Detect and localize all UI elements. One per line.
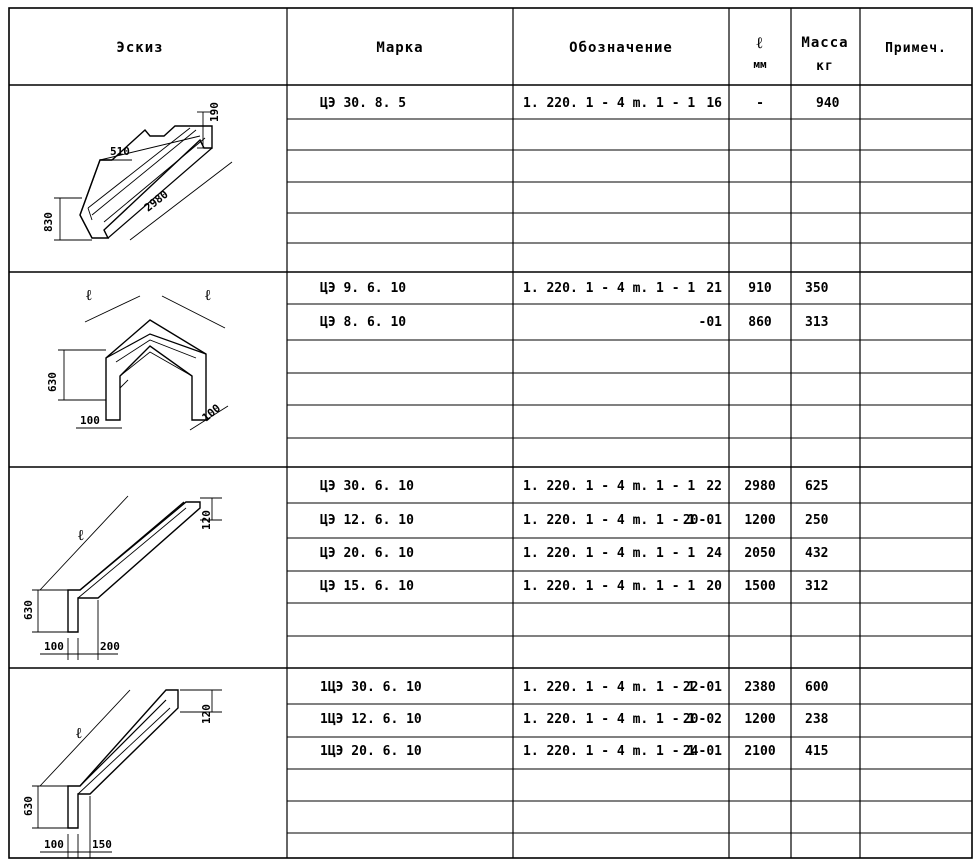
header-mass: Масса [801, 35, 848, 51]
cell-sheet: 22 [706, 479, 722, 494]
sketch-2: ℓ ℓ 630 100 100 [46, 286, 229, 431]
dimension-label: ℓ [78, 526, 84, 544]
cell-designation: 1. 220. 1 - 4 m. 1 - 1 [523, 712, 695, 727]
table-row: ЦЭ 8. 6. 10 -01 860 313 [320, 315, 828, 330]
cell-sheet: 20 [706, 579, 722, 594]
cell-sheet: 20-02 [683, 712, 722, 727]
table-grid [8, 7, 973, 859]
dimension-label: 200 [100, 640, 120, 653]
table-row: ЦЭ 15. 6. 10 1. 220. 1 - 4 m. 1 - 1 20 1… [320, 579, 828, 594]
dimension-label: 2980 [142, 188, 171, 215]
table-row: 1ЦЭ 30. 6. 10 1. 220. 1 - 4 m. 1 - 1 22-… [320, 680, 829, 695]
cell-length: 860 [748, 315, 772, 330]
cell-length: 1500 [744, 579, 775, 594]
cell-mass: 238 [805, 712, 829, 727]
dimension-label: 100 [80, 414, 100, 427]
dimension-label: 510 [110, 145, 130, 158]
cell-designation: 1. 220. 1 - 4 m. 1 - 1 [523, 744, 695, 759]
dimension-label: ℓ [205, 286, 211, 304]
cell-mark: ЦЭ 15. 6. 10 [320, 579, 414, 594]
cell-designation: 1. 220. 1 - 4 m. 1 - 1 [523, 680, 695, 695]
header-designation: Обозначение [569, 40, 673, 56]
cell-sheet: -01 [699, 315, 723, 330]
dimension-label: 630 [46, 372, 59, 392]
cell-mark: 1ЦЭ 30. 6. 10 [320, 680, 422, 695]
cell-length: 910 [748, 281, 772, 296]
cell-mass: 940 [816, 96, 840, 111]
cell-length: 2980 [744, 479, 775, 494]
cell-mass: 432 [805, 546, 828, 561]
cell-mark: ЦЭ 20. 6. 10 [320, 546, 414, 561]
table-row: ЦЭ 12. 6. 10 1. 220. 1 - 4 m. 1 - 1 20-0… [320, 513, 829, 528]
sketch-1: 510 190 2980 830 [42, 102, 233, 241]
dimension-label: ℓ [86, 286, 92, 304]
cell-mark: ЦЭ 8. 6. 10 [320, 315, 406, 330]
cell-sheet: 20-01 [683, 513, 722, 528]
cell-length: 1200 [744, 712, 775, 727]
table-row: 1ЦЭ 20. 6. 10 1. 220. 1 - 4 m. 1 - 1 24-… [320, 744, 828, 759]
cell-mark: ЦЭ 12. 6. 10 [320, 513, 414, 528]
dimension-label: 100 [44, 838, 64, 851]
cell-length: 2050 [744, 546, 775, 561]
cell-mark: ЦЭ 30. 8. 5 [320, 96, 406, 111]
cell-designation: 1. 220. 1 - 4 m. 1 - 1 [523, 96, 695, 111]
cell-designation: 1. 220. 1 - 4 m. 1 - 1 [523, 513, 695, 528]
cell-sheet: 16 [706, 96, 722, 111]
table-row: ЦЭ 20. 6. 10 1. 220. 1 - 4 m. 1 - 1 24 2… [320, 546, 828, 561]
cell-sheet: 24-01 [683, 744, 722, 759]
cell-length: 2100 [744, 744, 775, 759]
cell-mark: ЦЭ 30. 6. 10 [320, 479, 414, 494]
cell-designation: 1. 220. 1 - 4 m. 1 - 1 [523, 579, 695, 594]
table-row: ЦЭ 9. 6. 10 1. 220. 1 - 4 m. 1 - 1 21 91… [320, 281, 829, 296]
header-sketch: Эскиз [116, 40, 163, 56]
cell-length: 1200 [744, 513, 775, 528]
cell-length: - [756, 96, 764, 111]
sketch-4: ℓ 120 630 100 150 [22, 689, 222, 858]
header-note: Примеч. [885, 41, 947, 56]
cell-mass: 312 [805, 579, 828, 594]
cell-mass: 625 [805, 479, 828, 494]
header-mark: Марка [376, 40, 423, 56]
dimension-label: 100 [44, 640, 64, 653]
table-row: ЦЭ 30. 8. 5 1. 220. 1 - 4 m. 1 - 1 16 - … [320, 96, 840, 111]
cell-designation: 1. 220. 1 - 4 m. 1 - 1 [523, 479, 695, 494]
dimension-label: 830 [42, 212, 55, 232]
header-length-symbol: ℓ [757, 33, 764, 52]
table-row: 1ЦЭ 12. 6. 10 1. 220. 1 - 4 m. 1 - 1 20-… [320, 712, 829, 727]
cell-mass: 250 [805, 513, 829, 528]
dimension-label: 120 [200, 510, 213, 530]
cell-mass: 415 [805, 744, 828, 759]
dimension-label: 120 [200, 704, 213, 724]
dimension-label: 150 [92, 838, 112, 851]
cell-mass: 313 [805, 315, 828, 330]
cell-mass: 350 [805, 281, 829, 296]
sketch-3: ℓ 120 630 100 200 [22, 495, 222, 660]
header-mass-unit: кг [816, 59, 834, 74]
cell-sheet: 21 [706, 281, 722, 296]
cell-mark: 1ЦЭ 12. 6. 10 [320, 712, 422, 727]
table-body: ЦЭ 30. 8. 5 1. 220. 1 - 4 m. 1 - 1 16 - … [320, 96, 840, 759]
table-header: Эскиз Марка Обозначение ℓ мм Масса кг Пр… [116, 33, 947, 74]
cell-designation: 1. 220. 1 - 4 m. 1 - 1 [523, 281, 695, 296]
cell-mark: ЦЭ 9. 6. 10 [320, 281, 406, 296]
table-row: ЦЭ 30. 6. 10 1. 220. 1 - 4 m. 1 - 1 22 2… [320, 479, 828, 494]
cell-mark: 1ЦЭ 20. 6. 10 [320, 744, 422, 759]
header-length-unit: мм [753, 58, 767, 71]
cell-designation: 1. 220. 1 - 4 m. 1 - 1 [523, 546, 695, 561]
dimension-label: 630 [22, 796, 35, 816]
dimension-label: 190 [208, 102, 221, 122]
cell-length: 2380 [744, 680, 775, 695]
cell-sheet: 24 [706, 546, 722, 561]
dimension-label: ℓ [76, 724, 82, 742]
dimension-label: 630 [22, 600, 35, 620]
cell-mass: 600 [805, 680, 829, 695]
cell-sheet: 22-01 [683, 680, 722, 695]
